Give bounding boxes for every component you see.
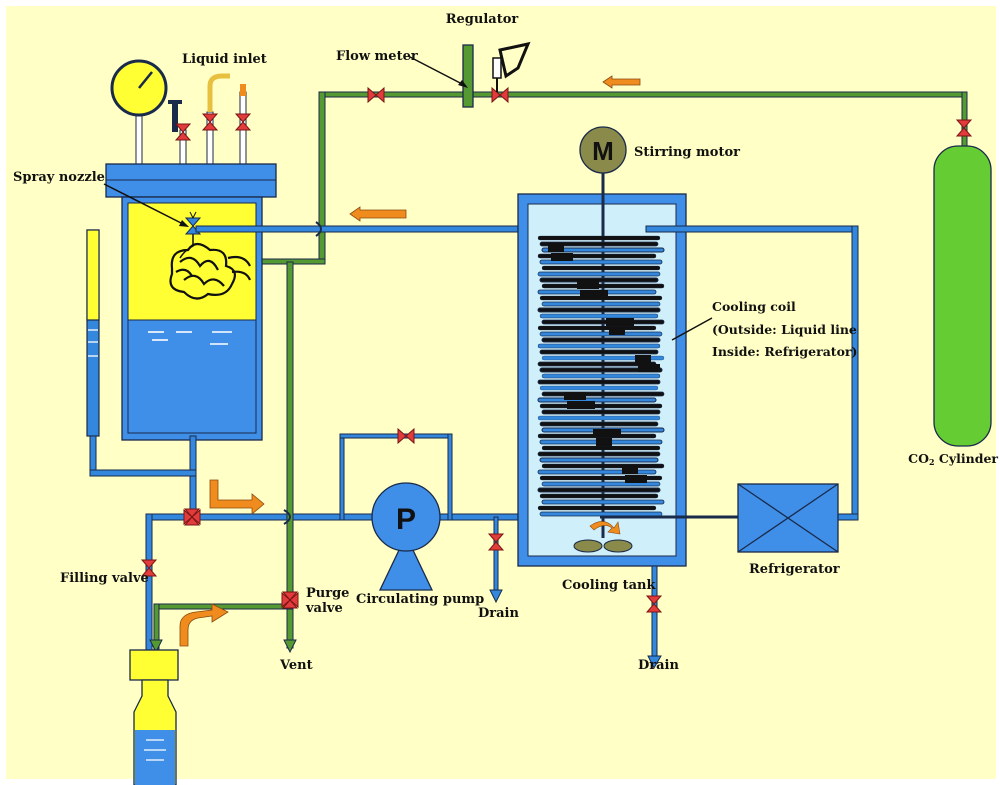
flow-meter-pointer-arrowhead bbox=[458, 80, 468, 88]
spray-nozzle-pointer-line bbox=[103, 183, 188, 227]
regulator-icon bbox=[492, 41, 531, 92]
pipe-crossover-1 bbox=[315, 221, 322, 237]
flow-meter-pointer-line bbox=[407, 55, 467, 87]
stirrer-blades bbox=[573, 521, 633, 553]
cooling-coil bbox=[537, 235, 665, 517]
outlet-flow-arrow bbox=[209, 479, 265, 515]
tank-drain bbox=[647, 565, 662, 670]
vessel-liquid-surface bbox=[148, 331, 232, 345]
refrigerator-label: Refrigerator bbox=[749, 562, 840, 577]
circulating-pump-icon[interactable] bbox=[371, 482, 441, 552]
co2-cylinder-label: CO2 Cylinder bbox=[908, 451, 998, 467]
fill-line-arrowhead bbox=[149, 639, 163, 654]
pump-drain-label: Drain bbox=[478, 606, 519, 621]
vent-label: Vent bbox=[279, 658, 313, 673]
circulating-pump-label: Circulating pump bbox=[356, 592, 484, 607]
flow-meter bbox=[462, 44, 474, 108]
filling-valve-label: Filling valve bbox=[60, 571, 149, 586]
pipe-crossover-2 bbox=[283, 509, 291, 525]
fill-flow-arrow bbox=[179, 603, 229, 647]
purge-valve-label-2: valve bbox=[305, 601, 343, 616]
cooling-coil-pointer-line bbox=[671, 317, 713, 341]
flow-meter-label: Flow meter bbox=[336, 49, 418, 64]
pump-drain-arrowhead bbox=[489, 589, 503, 604]
liquid-inlet-label: Liquid inlet bbox=[182, 52, 267, 67]
regulator-label: Regulator bbox=[446, 12, 519, 27]
motor-symbol: M bbox=[592, 136, 614, 166]
vent-arrowhead bbox=[283, 639, 297, 654]
purge-valve-label-1: Purge bbox=[306, 586, 349, 601]
level-sight-glass bbox=[86, 229, 100, 437]
filling-bottle bbox=[129, 649, 179, 785]
stirring-motor-label: Stirring motor bbox=[634, 145, 740, 160]
gauge-icon bbox=[110, 59, 168, 167]
gas-flow-arrow bbox=[602, 75, 641, 89]
cooling-coil-label: Cooling coil bbox=[712, 299, 796, 314]
cooling-coil-note-inside: Inside: Refrigerator) bbox=[712, 344, 857, 359]
refrigerator-icon bbox=[737, 483, 839, 553]
vessel-liquid bbox=[127, 319, 257, 434]
cooling-coil-note-outside: (Outside: Liquid line bbox=[712, 322, 857, 337]
co2-cylinder bbox=[933, 145, 992, 447]
stirring-motor-icon[interactable] bbox=[579, 126, 627, 174]
tank-drain-label: Drain bbox=[638, 658, 679, 673]
spray-nozzle-label: Spray nozzle bbox=[13, 170, 105, 185]
cooling-tank-label: Cooling tank bbox=[562, 578, 657, 593]
spray-nozzle-pointer-arrowhead bbox=[179, 220, 189, 227]
pump-symbol: P bbox=[396, 503, 416, 536]
return-flow-arrow bbox=[349, 206, 407, 222]
